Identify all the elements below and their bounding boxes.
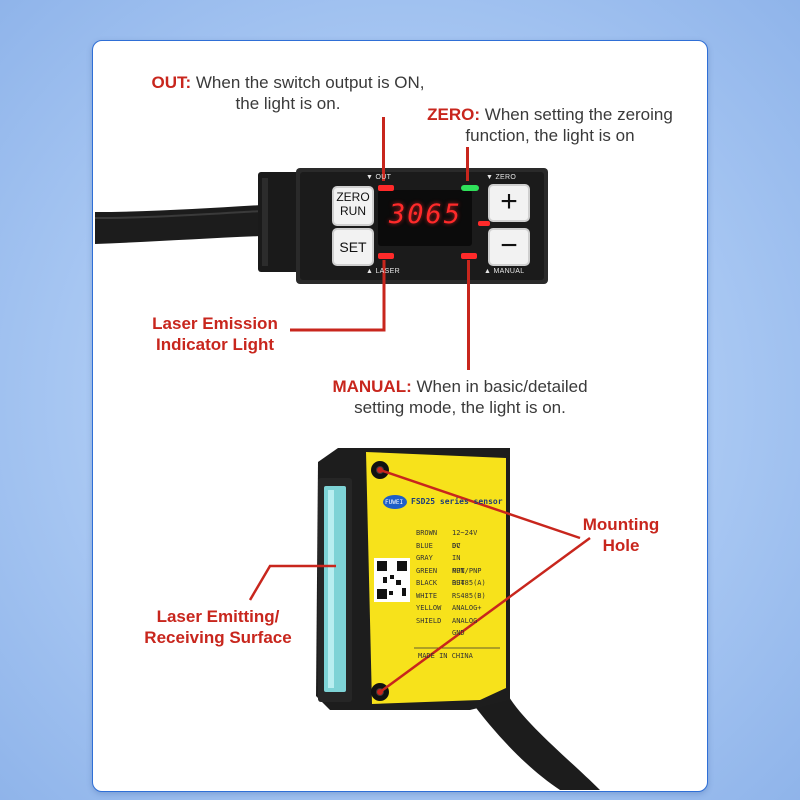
out-line-1: OUT: When the switch output is ON, — [118, 72, 458, 93]
laser-leader — [290, 260, 386, 332]
qr-code — [377, 561, 407, 599]
wiring-color: BROWN — [416, 529, 438, 537]
zero-annotation: ZERO: When setting the zeroing function,… — [400, 104, 700, 146]
surface-leader — [248, 564, 336, 601]
manual-line-1: MANUAL: When in basic/detailed — [305, 376, 615, 397]
brand-logo — [383, 495, 407, 509]
relief-ridge — [262, 178, 268, 266]
model-text: FSD25 series sensor — [411, 497, 503, 506]
mounting-line-2: Hole — [602, 536, 640, 555]
wiring-color: BLACK — [416, 579, 438, 587]
plus-icon: + — [500, 185, 518, 218]
zero-run-label-1: ZERO — [336, 190, 370, 204]
mounting-line-1: Mounting — [582, 515, 660, 534]
wiring-signal: 0V — [452, 541, 461, 550]
manual-line-2: setting mode, the light is on. — [354, 398, 566, 417]
laser-light-line-1: Laser Emission — [152, 314, 278, 333]
wiring-signal: NPN/PNP OUT — [452, 566, 482, 588]
minus-icon: − — [500, 229, 518, 262]
zero-line-2: function, the light is on — [465, 126, 635, 145]
wiring-signal: ANALOG GND — [452, 616, 478, 638]
out-led — [378, 185, 394, 191]
manual-led — [461, 253, 477, 259]
out-desc-1: When the switch output is ON, — [191, 73, 425, 92]
wiring-color: GRAY — [416, 554, 433, 562]
wiring-signal: RS485(A) — [452, 579, 486, 587]
surface-annotation: Laser Emitting/ Receiving Surface — [128, 606, 308, 648]
laser-tag: ▲ LASER — [366, 268, 400, 275]
mounting-leader-top — [379, 468, 581, 540]
laser-led — [378, 253, 394, 259]
distance-display: 3065 — [389, 199, 463, 230]
zero-leader — [466, 147, 469, 181]
zero-line-1: ZERO: When setting the zeroing — [400, 104, 700, 125]
wiring-signal: IN PUT — [452, 554, 465, 575]
sensor-cable — [470, 690, 600, 790]
controller-cable — [95, 205, 262, 244]
wiring-signal: RS485(B) — [452, 591, 486, 600]
wiring-color: BLUE — [416, 541, 433, 550]
surface-highlight — [328, 490, 334, 688]
yellow-label — [366, 452, 506, 704]
mounting-annotation: Mounting Hole — [566, 514, 676, 556]
mounting-dot-top — [377, 467, 383, 473]
zero-led — [461, 185, 479, 191]
set-label: SET — [339, 239, 367, 255]
mounting-leader-bottom — [379, 536, 591, 694]
wiring-color: GREEN — [416, 566, 438, 575]
zero-desc-1: When setting the zeroing — [480, 105, 673, 124]
set-button[interactable]: SET — [332, 228, 374, 266]
wiring-color: SHIELD — [416, 616, 442, 625]
zero-title: ZERO: — [427, 105, 481, 124]
zero-run-label-2: RUN — [340, 204, 366, 218]
laser-light-annotation: Laser Emission Indicator Light — [140, 313, 290, 355]
made-in-text: MADE IN CHINA — [418, 652, 473, 660]
out-tag: ▼ OUT — [366, 174, 392, 181]
side-led — [478, 221, 490, 226]
zero-tag: ▼ ZERO — [486, 174, 517, 181]
out-annotation: OUT: When the switch output is ON, the l… — [118, 72, 458, 114]
display-window — [378, 190, 472, 246]
minus-button[interactable]: − — [488, 228, 530, 266]
emitting-surface — [324, 486, 346, 692]
out-title: OUT: — [151, 73, 192, 92]
laser-light-line-2: Indicator Light — [155, 335, 275, 354]
wiring-signal: ANALOG+ — [452, 604, 482, 612]
manual-tag: ▲ MANUAL — [484, 268, 525, 275]
manual-desc-1: When in basic/detailed — [411, 377, 588, 396]
zero-run-button[interactable]: ZERO RUN — [332, 186, 374, 226]
cable-highlight — [94, 210, 263, 219]
plus-button[interactable]: + — [488, 184, 530, 222]
surface-line-1: Laser Emitting/ — [156, 607, 280, 626]
mounting-dot-bottom — [377, 689, 383, 695]
out-line-2: the light is on. — [235, 94, 341, 113]
wiring-color: YELLOW — [416, 604, 442, 612]
out-leader — [382, 117, 385, 181]
wiring-signal: 12~24V DC — [452, 529, 478, 550]
cable-relief — [258, 172, 300, 272]
wiring-color: WHITE — [416, 591, 438, 600]
surface-line-2: Receiving Surface — [144, 628, 292, 647]
manual-title: MANUAL: — [332, 377, 412, 396]
manual-leader — [467, 260, 470, 370]
manual-annotation: MANUAL: When in basic/detailed setting m… — [305, 376, 615, 418]
brand-text: FUWEI — [385, 499, 404, 506]
